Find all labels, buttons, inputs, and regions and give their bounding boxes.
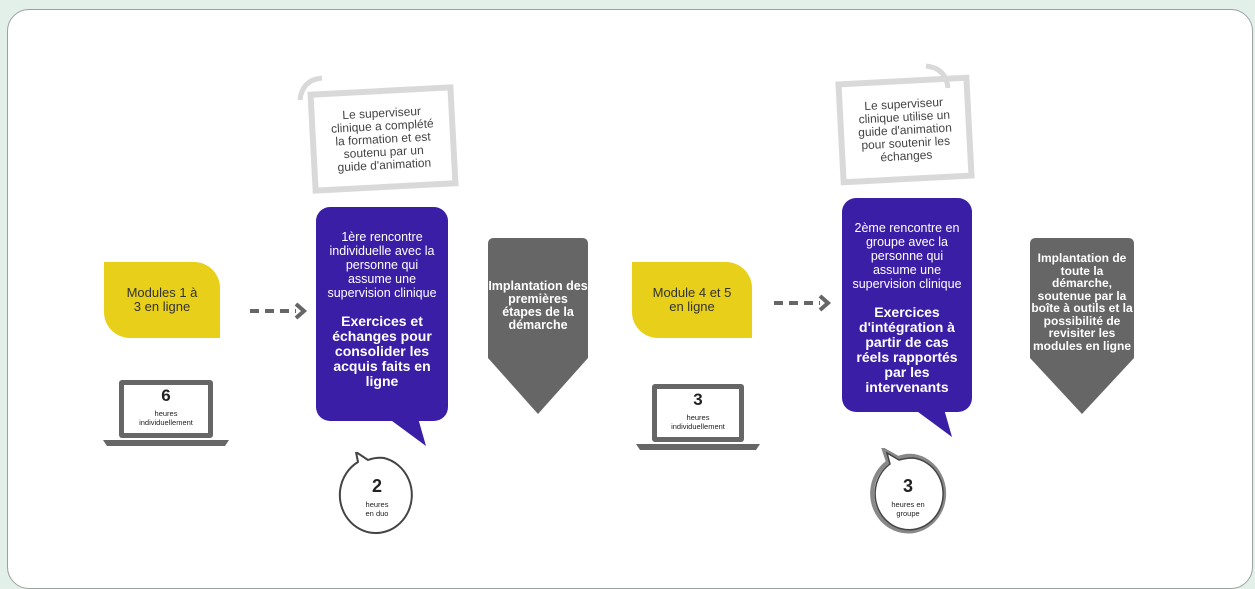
speech-tail-icon <box>388 418 426 446</box>
speech-bubble-icon <box>870 448 947 534</box>
laptop-icon <box>103 380 229 446</box>
laptop-hours-2: 3 heures individuellement <box>656 390 740 432</box>
meeting-1-box: 1ère rencontre individuelle avec la pers… <box>316 207 448 421</box>
paper-curl-icon <box>925 63 951 89</box>
meeting-1-focus: Exercices et échanges pour consolider le… <box>332 313 432 389</box>
laptop-hours-1: 6 heures individuellement <box>124 386 208 428</box>
speech-tail-icon <box>914 409 952 437</box>
bubble-hours-number: 2 <box>371 476 382 496</box>
meeting-2-intro: 2ème rencontre en groupe avec la personn… <box>852 221 962 291</box>
laptop-hours-number: 3 <box>693 390 703 409</box>
note-paper-1: Le superviseur clinique a complété la fo… <box>307 84 459 194</box>
meeting-1-intro: 1ère rencontre individuelle avec la pers… <box>327 230 437 300</box>
outcome-2-text: Implantation de toute la démarche, soute… <box>1031 251 1133 353</box>
bubble-hours-caption: heures en duo <box>365 500 389 518</box>
modules-4-5-box: Module 4 et 5 en ligne <box>632 262 752 338</box>
note-1-text: Le superviseur clinique a complété la fo… <box>330 103 434 174</box>
bubble-hours-number: 3 <box>902 476 913 496</box>
laptop-hours-caption: heures individuellement <box>671 413 725 431</box>
dashed-arrow-icon <box>774 294 832 312</box>
note-paper-2: Le superviseur clinique utilise un guide… <box>835 74 975 186</box>
note-2-text: Le superviseur clinique utilise un guide… <box>857 94 953 164</box>
bubble-hours-caption: heures en groupe <box>891 500 925 518</box>
paper-curl-icon <box>297 75 323 101</box>
modules-4-5-label: Module 4 et 5 en ligne <box>652 285 732 314</box>
meeting-2-box: 2ème rencontre en groupe avec la personn… <box>842 198 972 412</box>
modules-1-3-box: Modules 1 à 3 en ligne <box>104 262 220 338</box>
outcome-1-text: Implantation des premières étapes de la … <box>488 279 588 332</box>
meeting-2-focus: Exercices d'intégration à partir de cas … <box>856 304 958 395</box>
dashed-arrow-icon <box>250 302 308 320</box>
down-arrow-shape <box>488 238 588 414</box>
laptop-hours-number: 6 <box>161 386 171 405</box>
laptop-hours-caption: heures individuellement <box>139 409 193 427</box>
laptop-icon <box>636 384 760 450</box>
bubble-hours-1: 2 heures en duo <box>347 476 407 519</box>
down-arrow-shape <box>1030 238 1134 414</box>
speech-bubble-icon <box>338 452 413 534</box>
bubble-hours-2: 3 heures en groupe <box>876 476 940 519</box>
modules-1-3-label: Modules 1 à 3 en ligne <box>126 285 198 314</box>
